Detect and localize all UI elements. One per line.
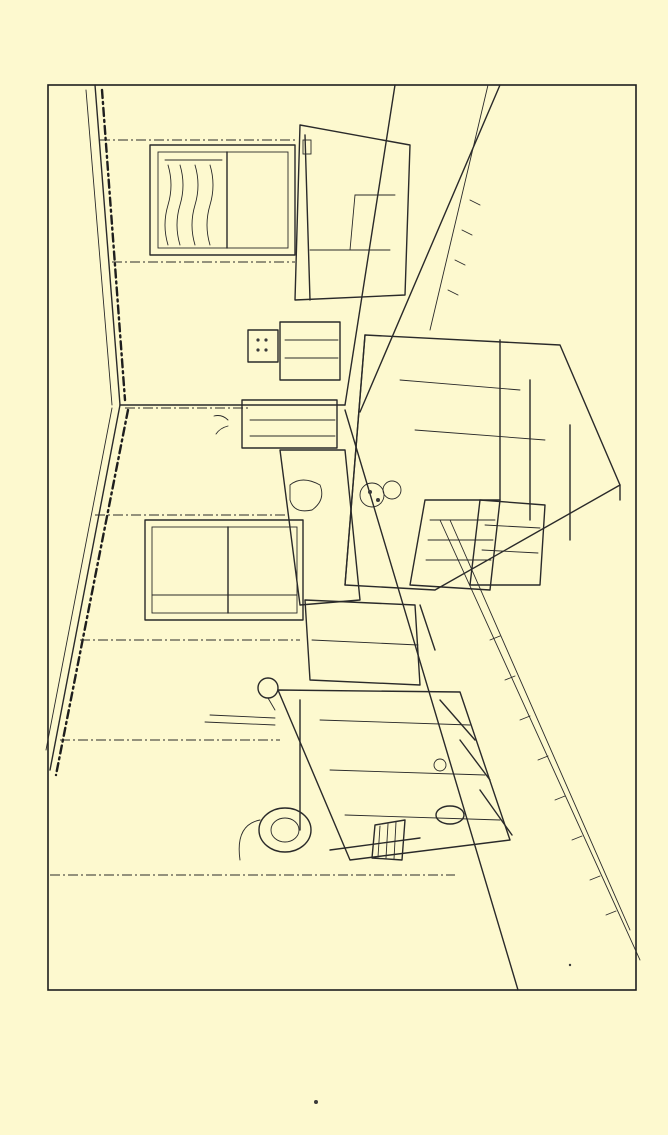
broom-icon — [329, 819, 421, 861]
tool-shelves — [204, 689, 513, 861]
chairs — [409, 499, 546, 591]
window-back-wall — [149, 144, 296, 256]
wall-corner-lines — [119, 84, 641, 991]
cupboard — [294, 124, 411, 301]
ceiling-molding — [45, 84, 130, 777]
bench — [279, 449, 361, 606]
table — [344, 334, 621, 591]
lamp-icon — [257, 677, 279, 711]
bucket-icon — [433, 758, 465, 825]
page-speck — [568, 963, 572, 967]
small-shelf — [247, 321, 341, 381]
corner-stand — [213, 399, 338, 449]
wall-guide-lines — [50, 139, 455, 876]
window-side-wall — [144, 519, 304, 621]
hat-icon — [238, 807, 312, 861]
page-dot — [314, 1100, 318, 1104]
floor-hatch-marks — [447, 199, 617, 916]
plate-frame — [47, 84, 637, 991]
low-chest — [304, 599, 436, 686]
